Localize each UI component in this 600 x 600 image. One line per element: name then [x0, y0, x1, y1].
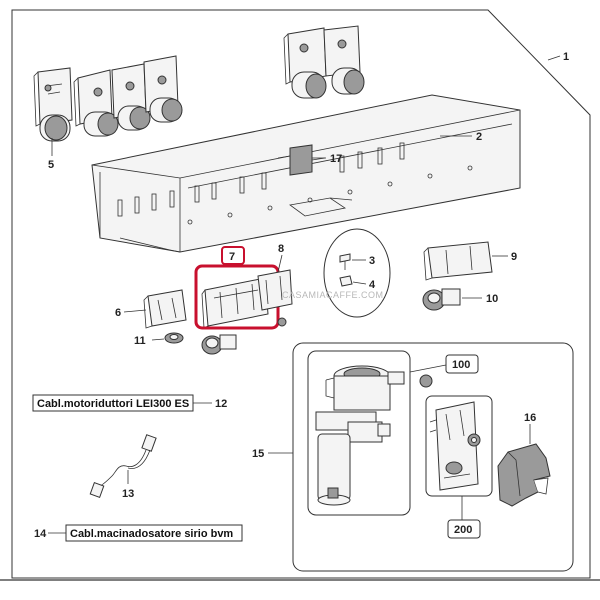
leader-8: [277, 254, 283, 273]
cover-part-16: [497, 443, 551, 507]
screw-part-3: [339, 253, 351, 270]
cable-14-label-box: [65, 524, 243, 542]
bracket-part-7: [201, 277, 269, 329]
callout-1: 1: [563, 51, 569, 63]
roller-group: [201, 317, 287, 355]
leader-1: [547, 55, 561, 61]
cable-12-label: Cabl.motoriduttori LEI300 ES: [37, 398, 189, 410]
group-15-box: [292, 342, 574, 572]
callout-100-box: [445, 354, 479, 374]
gearmotor-group-part-5: [33, 55, 183, 142]
callout-11: 11: [134, 335, 146, 347]
callout-7: 7: [229, 251, 235, 263]
callout-200: 200: [454, 524, 472, 536]
callout-13: 13: [122, 488, 134, 500]
callout-12: 12: [215, 398, 227, 410]
roller-part-10: [422, 288, 461, 311]
bracket-part-8: [257, 269, 293, 311]
callout-3: 3: [369, 255, 375, 267]
nut-part-11: [164, 332, 184, 344]
bracket-part-9: [423, 241, 493, 281]
leader-11: [151, 338, 165, 341]
leader-6: [123, 309, 147, 313]
callout-16: 16: [524, 412, 536, 424]
callout-15: 15: [252, 448, 264, 460]
chassis-part-2: [91, 94, 521, 253]
callout-7-box: [221, 246, 245, 265]
label-plate-part-17: [277, 144, 326, 176]
callout-10: 10: [486, 293, 498, 305]
watermark: CASAMIACAFFE.COM: [282, 290, 384, 300]
callout-200-box: [447, 519, 481, 539]
callout-100: 100: [452, 359, 470, 371]
screws-group-outline: [323, 228, 391, 318]
callout-9: 9: [511, 251, 517, 263]
cable-14-label: Cabl.macinadosatore sirio bvm: [70, 528, 233, 540]
gearmotor-group-top: [283, 25, 365, 99]
nut-part-4: [339, 275, 353, 287]
grinder-box: [307, 350, 411, 516]
callout-17: 17: [330, 153, 342, 165]
callout-14: 14: [34, 528, 47, 540]
bracket-part-6: [143, 289, 187, 329]
leader-4: [352, 281, 367, 285]
callout-8: 8: [278, 243, 284, 255]
doser-unit: [429, 401, 481, 491]
leader-100: [409, 364, 447, 373]
callout-6: 6: [115, 307, 121, 319]
callout-4: 4: [369, 279, 376, 291]
callout-2: 2: [476, 131, 482, 143]
diagram-frame: [11, 9, 591, 579]
doser-box: [425, 395, 493, 497]
callout-5: 5: [48, 159, 54, 171]
cable-part-13: [89, 434, 157, 498]
grinder-doser-motor: [315, 365, 433, 506]
